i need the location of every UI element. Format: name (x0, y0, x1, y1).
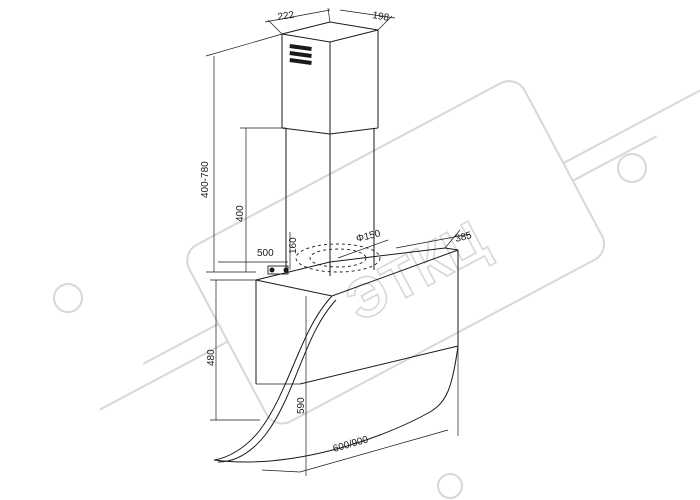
dim-line-depth (395, 233, 471, 249)
watermark-line-left (99, 340, 229, 411)
label-chimney-width: 222 (277, 10, 295, 23)
bracket-screw-left (269, 267, 275, 273)
watermark-line-right (562, 89, 700, 165)
hood-body (213, 250, 459, 463)
label-depth: 385 (454, 230, 473, 245)
chimney-top (281, 21, 379, 43)
panel-divider (299, 345, 459, 385)
label-outlet-diameter: Φ150 (355, 228, 382, 245)
label-width: 600/900 (332, 434, 370, 455)
dim-line-outlet (337, 239, 389, 259)
label-chimney-depth: 198 (371, 10, 390, 24)
chimney (281, 21, 379, 276)
dim-line-chimney-depth (339, 9, 396, 19)
outlet-ring-outer (295, 243, 381, 273)
dim-line-width (299, 429, 449, 473)
label-mount-width: 500 (257, 248, 274, 259)
dimension-lines (205, 7, 471, 476)
glass-curve-left (213, 295, 333, 461)
hood-top (255, 243, 459, 297)
watermark-circle-right (617, 153, 647, 183)
watermark-circle-left (53, 283, 83, 313)
glass-bottom-curve (213, 345, 459, 463)
glass-curve-left-inner (217, 299, 337, 463)
label-lower-chimney-height: 400 (235, 205, 246, 222)
label-glass-height: 590 (296, 397, 307, 414)
watermark: ЭТКЦ (53, 80, 700, 499)
label-canopy-height: 480 (206, 349, 217, 366)
watermark-line-right-2 (572, 135, 658, 182)
dim-line-chimney-width (264, 9, 331, 23)
watermark-line-left-2 (142, 323, 219, 365)
label-mount-offset: 160 (288, 237, 299, 254)
watermark-circle-bottom (437, 473, 463, 499)
bracket-screw-right (283, 267, 289, 273)
outlet-ring-inner (309, 248, 367, 268)
top-plate (255, 247, 459, 297)
label-total-chimney-height: 400-780 (200, 161, 211, 198)
vent-slots (289, 44, 312, 66)
